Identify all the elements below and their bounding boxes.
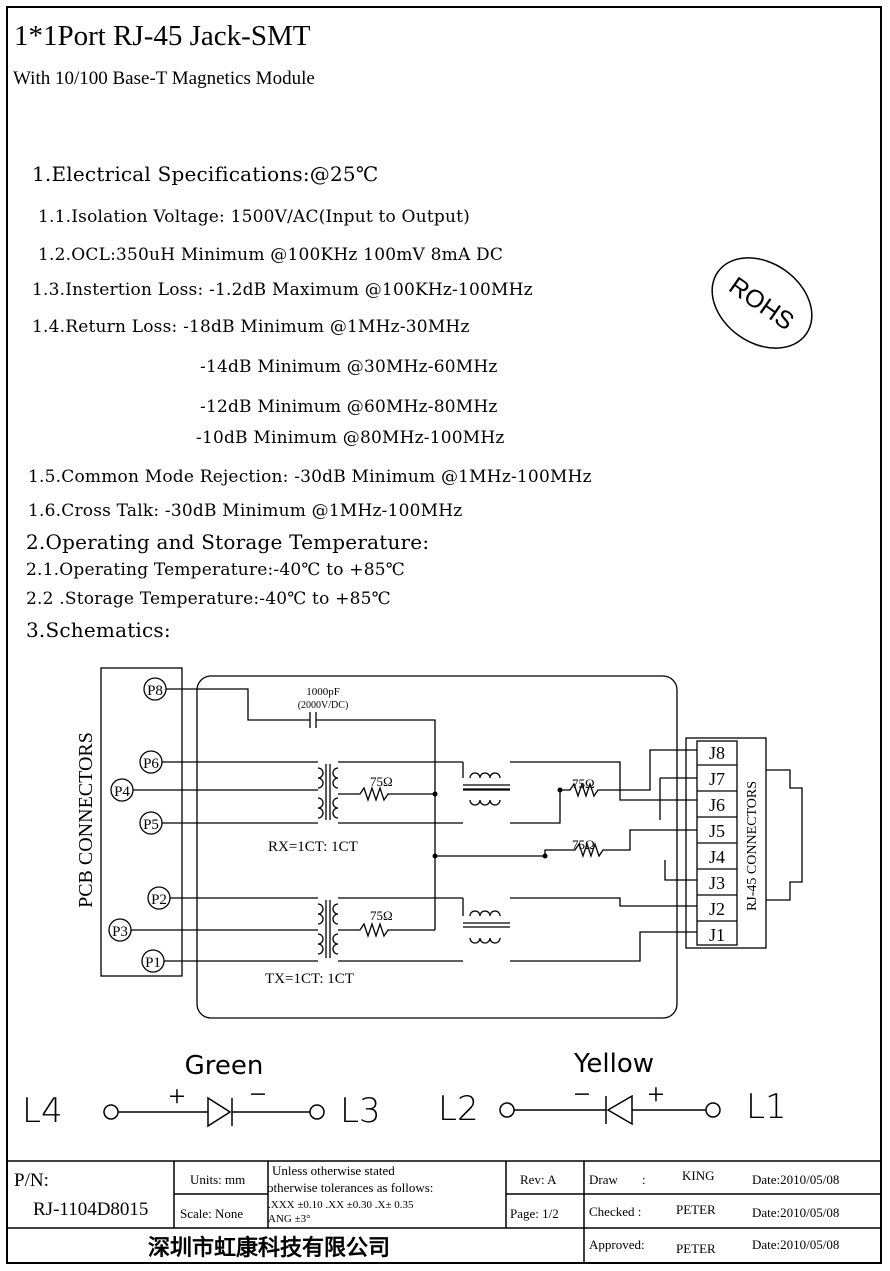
scale-label: Scale: None [180, 1206, 244, 1221]
spec-cross-talk: 1.6.Cross Talk: -30dB Minimum @1MHz-100M… [28, 501, 463, 521]
spec-return-loss-2: -14dB Minimum @30MHz-60MHz [200, 357, 498, 377]
pin-p2: P2 [151, 892, 167, 908]
spec-insertion-loss: 1.3.Instertion Loss: -1.2dB Maximum @100… [32, 280, 533, 300]
spec-return-loss: 1.4.Return Loss: -18dB Minimum @1MHz-30M… [32, 317, 470, 337]
rohs-label: ROHS [724, 272, 799, 336]
capacitor-value: 1000pF [306, 686, 340, 698]
pcb-connectors-label: PCB CONNECTORS [75, 732, 97, 908]
rj45-connectors-label: RJ-45 CONNECTORS [745, 781, 760, 911]
approved-date: Date:2010/05/08 [752, 1237, 840, 1252]
schematic-diagram: P8 P6 P4 P5 P2 P3 P1 J8 J7 J6 J5 J4 J3 J… [75, 667, 803, 1019]
jack-j4: J4 [709, 847, 725, 867]
jack-j3: J3 [709, 873, 725, 893]
pin-p6: P6 [143, 756, 159, 772]
document-subtitle: With 10/100 Base-T Magnetics Module [13, 68, 315, 89]
resistor-rx-line: 75Ω [572, 776, 595, 791]
checked-date: Date:2010/05/08 [752, 1205, 840, 1220]
spec-heading-schematics: 3.Schematics: [26, 618, 171, 642]
jack-j5: J5 [709, 821, 725, 841]
draw-label: Draw [589, 1172, 618, 1187]
tolerance-line-1: Unless otherwise stated [272, 1163, 395, 1178]
spec-isolation-voltage: 1.1.Isolation Voltage: 1500V/AC(Input to… [38, 207, 470, 227]
pin-p4: P4 [114, 784, 130, 800]
approved-name: PETER [676, 1241, 716, 1256]
pin-l2: L2 [438, 1089, 479, 1129]
page-label: Page: 1/2 [510, 1206, 559, 1221]
green-minus-sign: − [250, 1078, 267, 1111]
draw-name: KING [682, 1168, 715, 1183]
tolerance-line-3: .XXX ±0.10 .XX ±0.30 .X± 0.35 [268, 1199, 414, 1211]
title-block-grid [6, 1160, 882, 1264]
resistor-bus: 75Ω [572, 837, 595, 852]
tolerance-line-4: ANG ±3° [268, 1213, 311, 1225]
pin-l4: L4 [22, 1091, 63, 1131]
draw-date: Date:2010/05/08 [752, 1172, 840, 1187]
yellow-plus-sign: + [648, 1078, 665, 1111]
led-diagram: Green Yellow L4 L3 L2 L1 + − − + [22, 1049, 787, 1131]
pin-p5: P5 [143, 817, 159, 833]
spec-return-loss-3: -12dB Minimum @60MHz-80MHz [200, 397, 498, 417]
rx-ratio-label: RX=1CT: 1CT [268, 839, 358, 855]
rohs-mark: ROHS [711, 257, 813, 349]
spec-return-loss-4: -10dB Minimum @80MHz-100MHz [196, 428, 505, 448]
spec-heading-temperature: 2.Operating and Storage Temperature: [26, 530, 430, 554]
spec-heading-electrical: 1.Electrical Specifications:@25℃ [32, 162, 379, 186]
led-green-label: Green [185, 1051, 264, 1081]
pin-l3: L3 [340, 1091, 381, 1131]
jack-j6: J6 [709, 795, 725, 815]
yellow-minus-sign: − [574, 1078, 591, 1111]
approved-label: Approved: [589, 1237, 645, 1252]
company-name: 深圳市虹康科技有限公司 [148, 1236, 391, 1261]
resistor-tx-center: 75Ω [370, 908, 393, 923]
spec-common-mode-rejection: 1.5.Common Mode Rejection: -30dB Minimum… [28, 467, 592, 487]
tx-ratio-label: TX=1CT: 1CT [265, 971, 354, 987]
led-yellow-label: Yellow [573, 1049, 654, 1079]
checked-name: PETER [676, 1202, 716, 1217]
pin-l1: L1 [746, 1087, 787, 1127]
spec-ocl: 1.2.OCL:350uH Minimum @100KHz 100mV 8mA … [38, 245, 504, 265]
spec-operating-temperature: 2.1.Operating Temperature:-40℃ to +85℃ [26, 560, 405, 580]
drawing-sheet [6, 6, 882, 1264]
part-number-label: P/N: [14, 1170, 49, 1191]
part-number-value: RJ-1104D8015 [33, 1199, 149, 1220]
capacitor-rating: (2000V/DC) [298, 700, 349, 711]
document-title: 1*1Port RJ-45 Jack-SMT [14, 20, 311, 52]
revision-label: Rev: A [520, 1172, 557, 1187]
green-plus-sign: + [169, 1080, 186, 1113]
spec-storage-temperature: 2.2 .Storage Temperature:-40℃ to +85℃ [26, 589, 391, 609]
resistor-rx-center: 75Ω [370, 774, 393, 789]
jack-j1: J1 [709, 925, 725, 945]
tolerance-line-2: otherwise tolerances as follows: [267, 1180, 434, 1195]
jack-j7: J7 [709, 769, 725, 789]
jack-j8: J8 [709, 743, 725, 763]
pin-p8: P8 [147, 683, 163, 699]
pin-p3: P3 [112, 924, 128, 940]
checked-label: Checked : [589, 1204, 642, 1219]
draw-colon: : [642, 1172, 646, 1187]
pin-p1: P1 [145, 955, 161, 971]
jack-j2: J2 [709, 899, 725, 919]
units-label: Units: mm [190, 1172, 246, 1187]
